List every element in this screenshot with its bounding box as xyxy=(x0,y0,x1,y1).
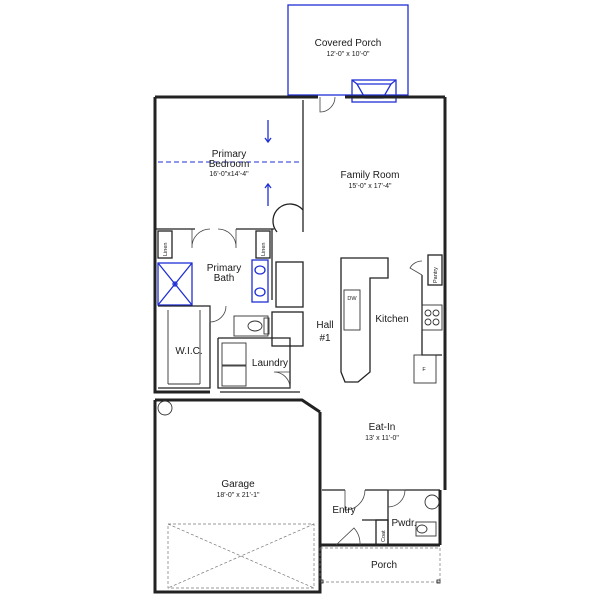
fridge-label: F xyxy=(422,367,426,373)
covered-porch-dims: 12'-0" x 10'-0" xyxy=(326,51,370,58)
primary-bath-label-2: Bath xyxy=(214,273,235,284)
coat-label: Coat xyxy=(381,530,387,542)
garage-label: Garage xyxy=(221,479,255,490)
interior-walls xyxy=(155,100,443,546)
laundry-label: Laundry xyxy=(252,358,288,369)
covered-porch-label: Covered Porch xyxy=(315,38,382,49)
wic-label: W.I.C. xyxy=(175,346,202,357)
primary-bedroom-label: Primary xyxy=(212,149,246,160)
linen-right-label: Linen xyxy=(261,243,267,256)
dw-label: DW xyxy=(347,296,357,302)
hall-label: Hall xyxy=(316,320,333,331)
garage-door xyxy=(157,400,315,589)
family-room-label: Family Room xyxy=(341,170,400,181)
hall-label-2: #1 xyxy=(319,333,331,344)
doors xyxy=(191,96,423,546)
porch-label: Porch xyxy=(371,560,397,571)
bedroom-ceiling-line xyxy=(158,120,302,206)
family-room-dims: 15'-0" x 17'-4" xyxy=(348,183,392,190)
eat-in-dims: 13' x 11'-0" xyxy=(365,435,399,442)
garage-dims: 18'-0" x 21'-1" xyxy=(216,492,260,499)
primary-bedroom-label-2: Bedroom xyxy=(209,159,250,170)
linen-left-label: Linen xyxy=(163,243,169,256)
powder-label: Pwdr. xyxy=(391,518,416,529)
front-porch xyxy=(319,547,441,584)
covered-porch xyxy=(287,4,409,96)
pantry-label: Pantry xyxy=(433,267,439,283)
fireplace xyxy=(351,79,397,103)
entry-label: Entry xyxy=(332,505,355,516)
exterior-walls xyxy=(153,95,447,594)
eat-in-label: Eat-In xyxy=(369,422,396,433)
kitchen-label: Kitchen xyxy=(375,314,408,325)
primary-bath-label: Primary xyxy=(207,263,241,274)
primary-bedroom-dims: 16'-0"x14'-4" xyxy=(209,171,249,178)
